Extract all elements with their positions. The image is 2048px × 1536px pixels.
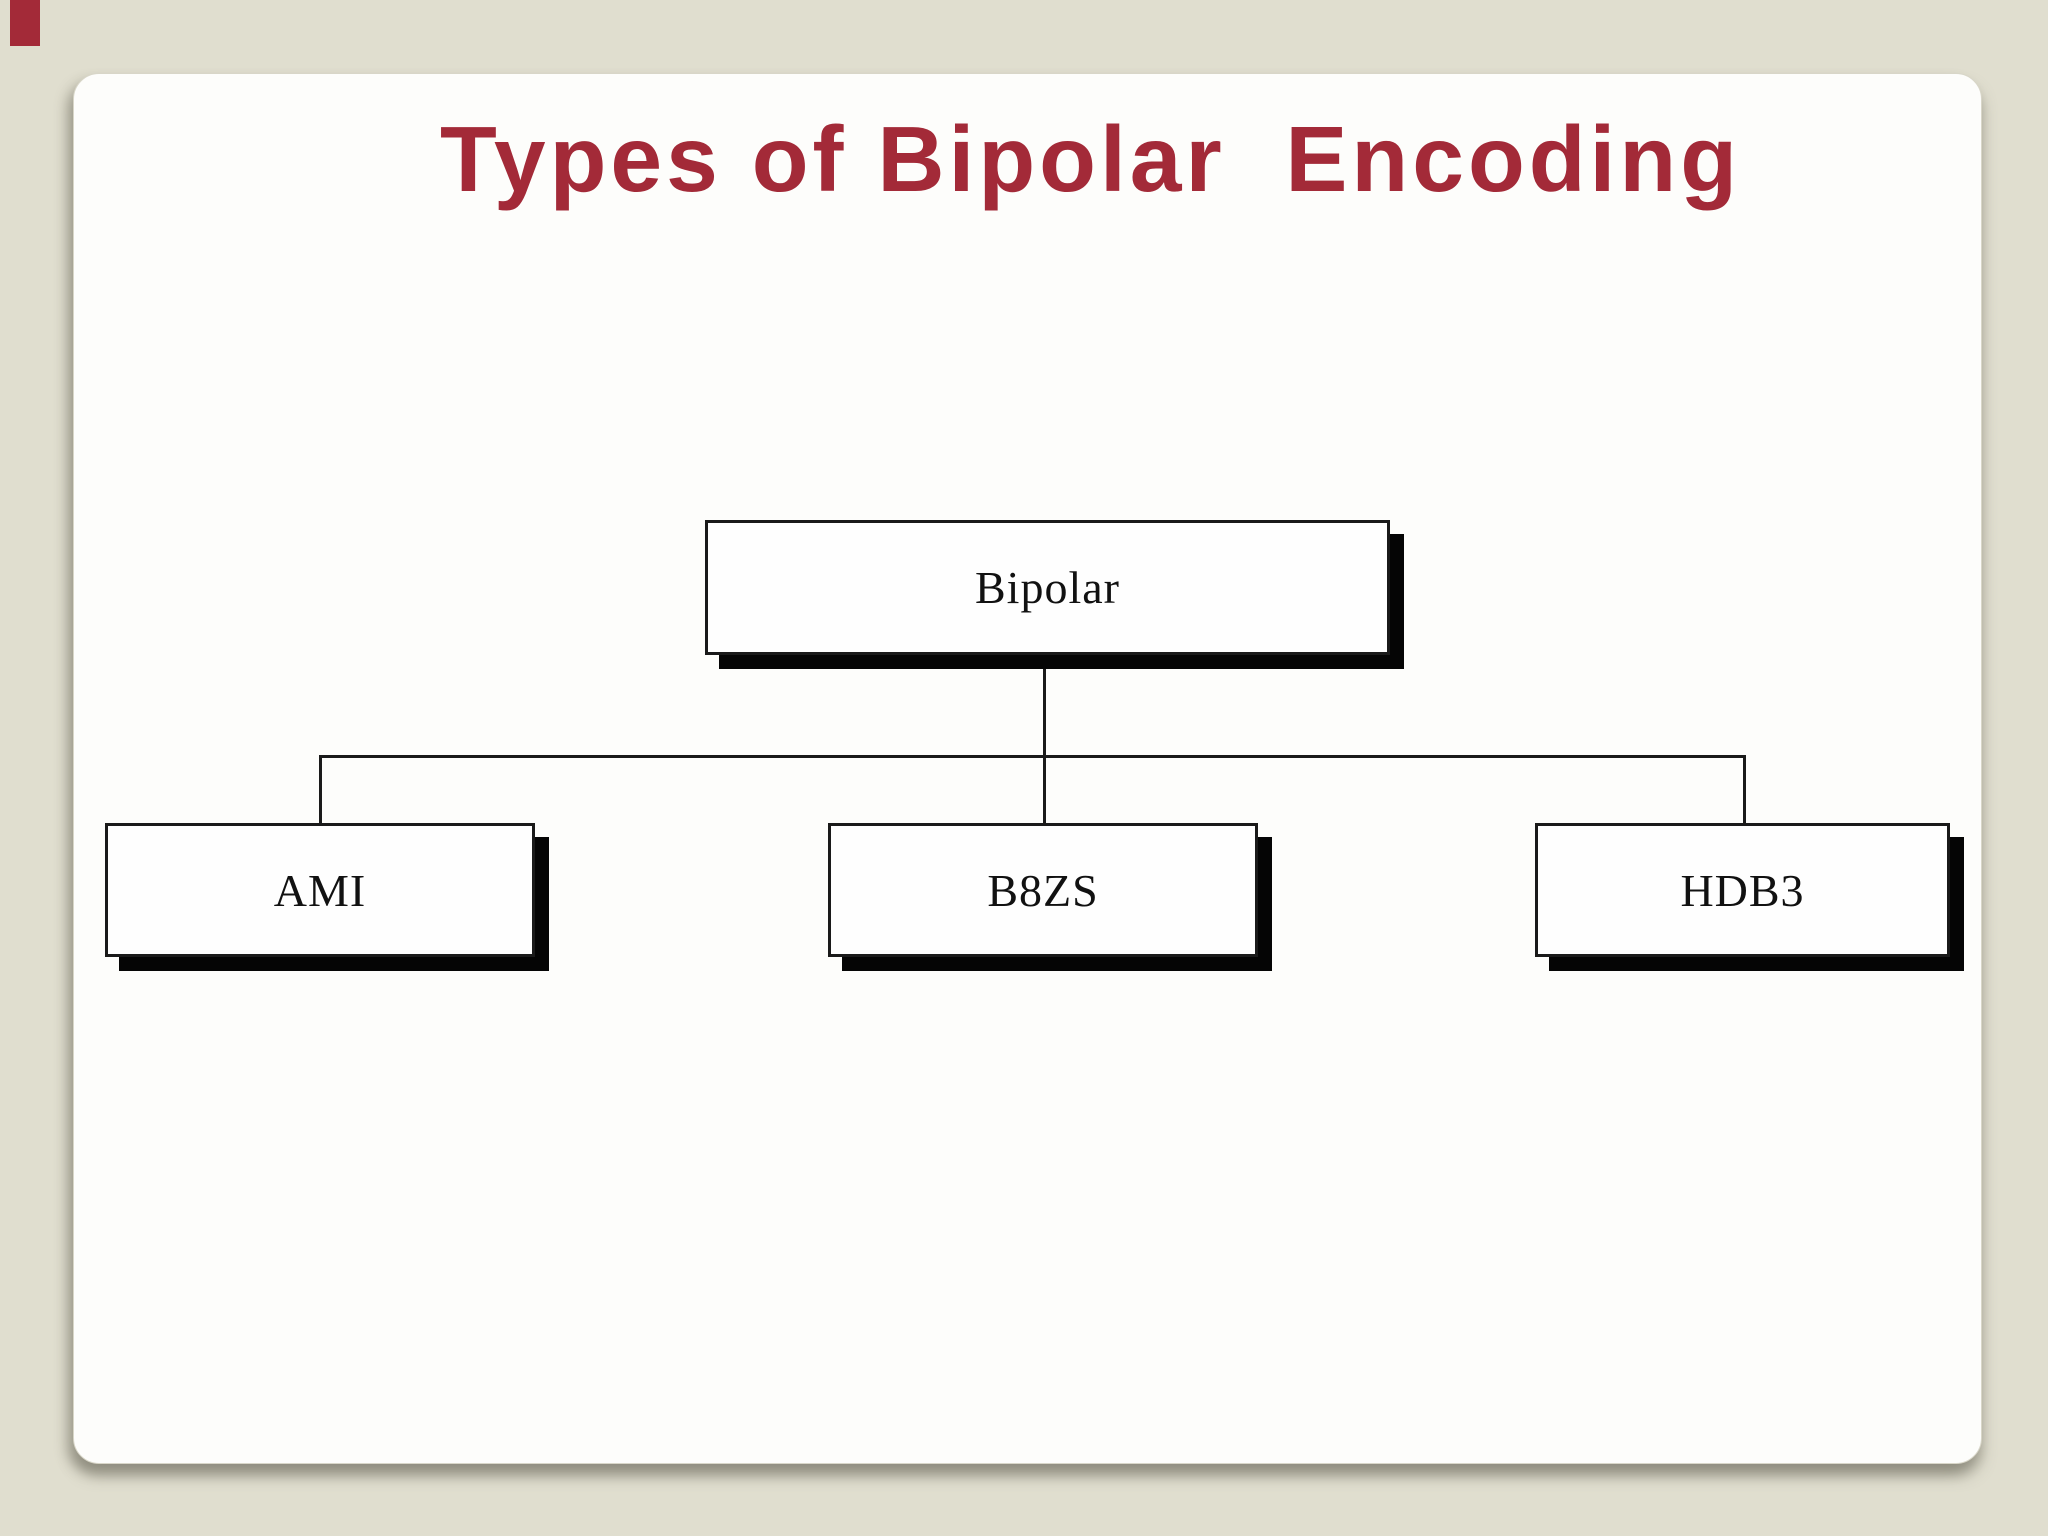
diagram-node-ami-label: AMI	[273, 864, 367, 916]
diagram-node-bipolar: Bipolar	[705, 520, 1390, 655]
diagram-node-hdb3-label: HDB3	[1680, 864, 1805, 916]
connector-bipolar-drop	[1043, 655, 1046, 823]
diagram-node-b8zs: B8ZS	[828, 823, 1258, 957]
connector-horizontal-rail	[319, 755, 1746, 758]
corner-accent-mark	[10, 0, 40, 46]
slide-title: Types of Bipolar Encoding	[440, 107, 1742, 211]
connector-ami-drop	[319, 755, 322, 823]
slide-card	[73, 73, 1982, 1464]
connector-hdb3-drop	[1743, 755, 1746, 823]
diagram-node-bipolar-label: Bipolar	[975, 562, 1120, 613]
diagram-node-b8zs-label: B8ZS	[987, 864, 1099, 916]
diagram-node-ami: AMI	[105, 823, 535, 957]
diagram-node-hdb3: HDB3	[1535, 823, 1950, 957]
